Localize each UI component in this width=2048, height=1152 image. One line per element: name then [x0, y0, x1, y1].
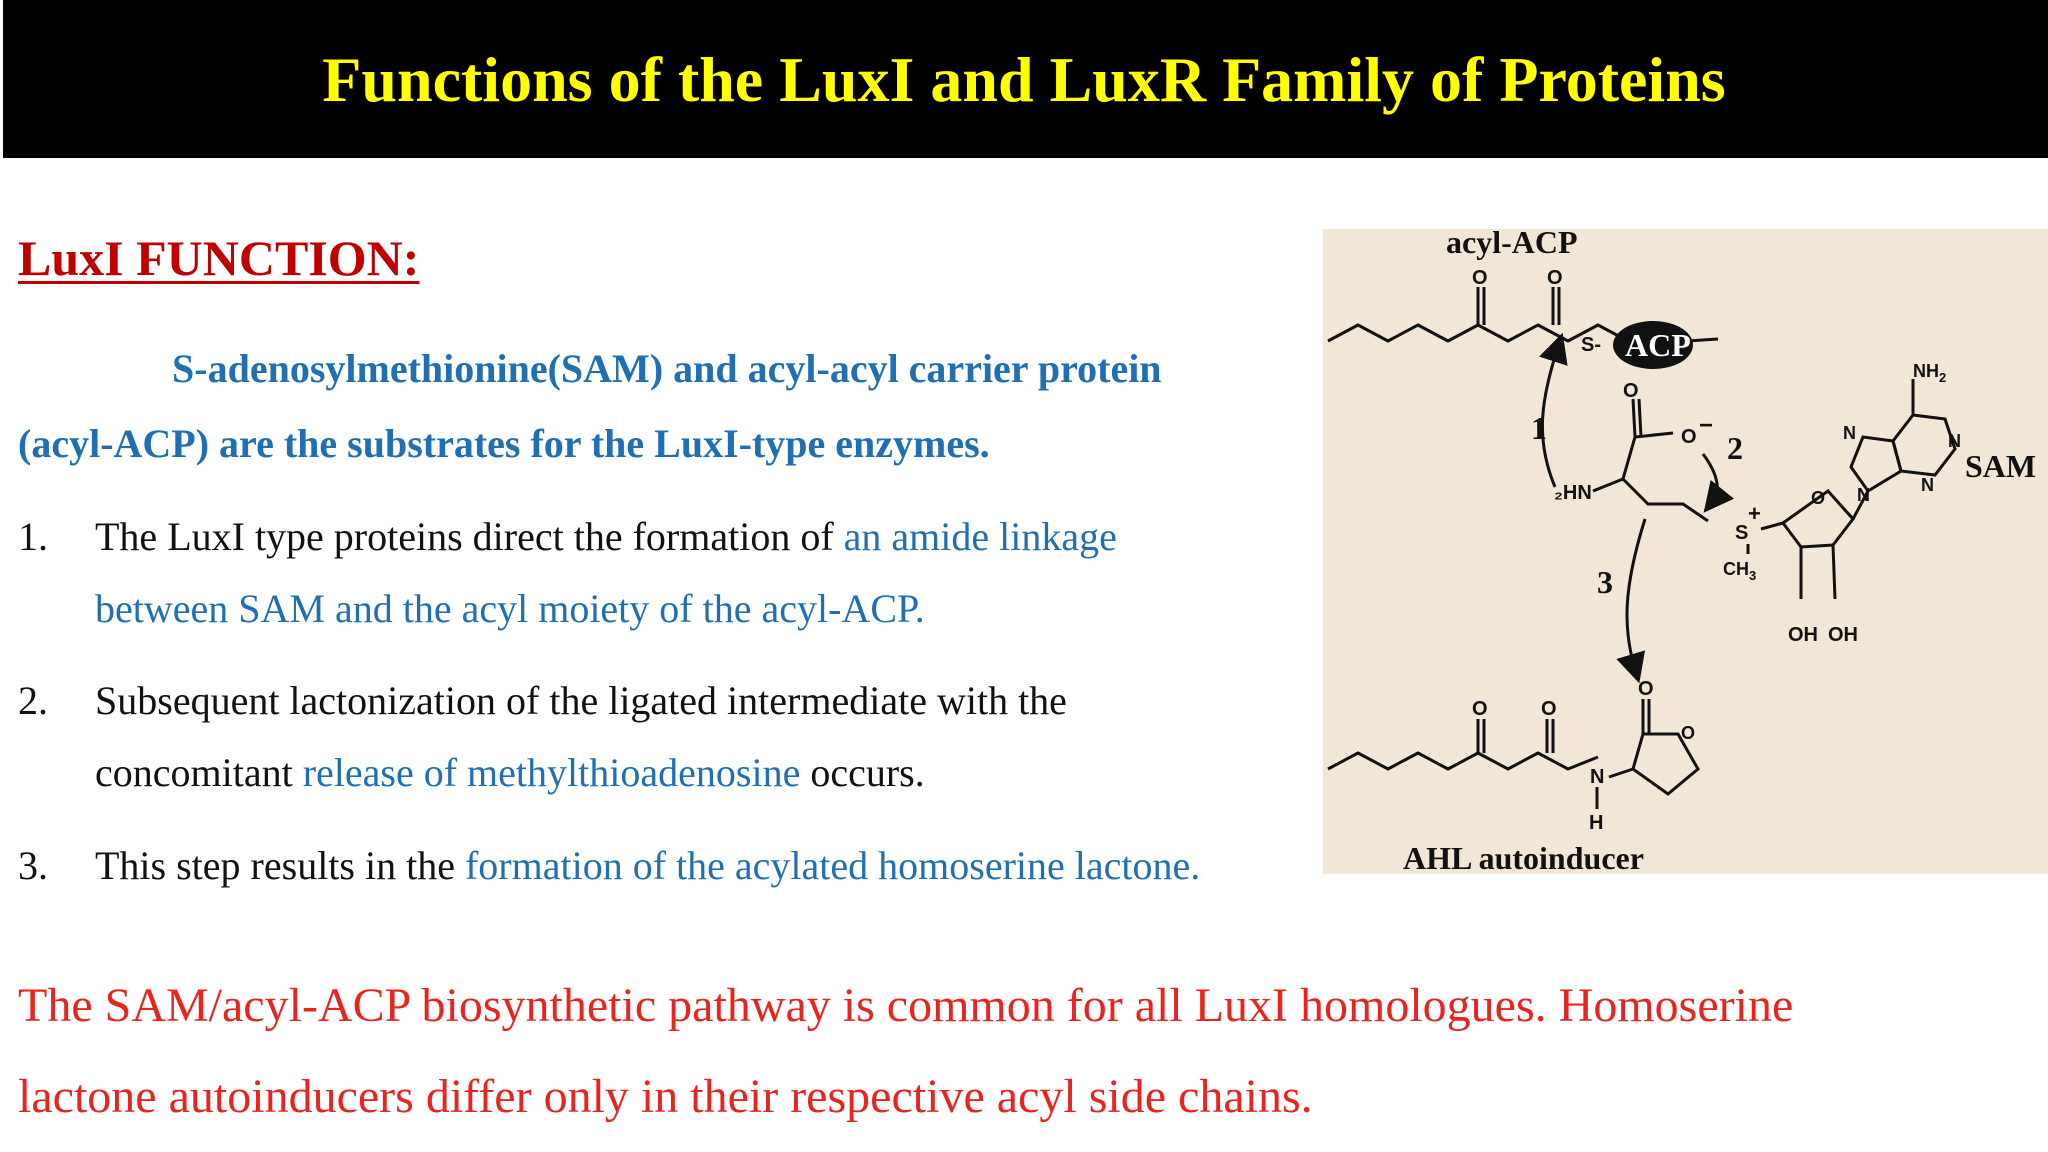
adenine-n-9: N: [1857, 485, 1870, 505]
ribose-o: O: [1811, 488, 1825, 508]
list-number-3: 3.: [18, 843, 48, 888]
adenine-amino: NH2: [1913, 361, 1946, 385]
oh-bond-2: [1831, 544, 1837, 600]
list-number-2: 2.: [18, 678, 48, 723]
carboxyl-o: O: [1623, 380, 1639, 402]
lactone-o-carbonyl: O: [1638, 678, 1654, 700]
adenine-n-3: N: [1948, 431, 1961, 451]
list-item-2-line-2: concomitant release of methylthioadenosi…: [95, 748, 925, 798]
slide-title: Functions of the LuxI and LuxR Family of…: [322, 44, 1726, 115]
oh-label-1: OH: [1788, 624, 1818, 646]
carboxylate-o: O: [1681, 426, 1697, 448]
reaction-figure: acyl-ACP O O S- ACP 1 ₂HN O O: [1323, 229, 2048, 874]
list-item-3-line-1: This step results in the formation of th…: [95, 841, 1200, 891]
intro-line-1: S-adenosylmethionine(SAM) and acyl-acyl …: [172, 346, 1162, 391]
step-1-label: 1: [1531, 410, 1547, 446]
list-item-1-text: The LuxI type proteins direct the format…: [95, 514, 844, 559]
list-item-3-text: This step results in the: [95, 843, 465, 888]
list-item-2-text: concomitant: [95, 750, 303, 795]
amide-n: N: [1590, 766, 1604, 788]
step-2-label: 2: [1727, 430, 1743, 466]
thioester-s: S-: [1581, 334, 1601, 356]
list-number-1: 1.: [18, 514, 48, 559]
carbonyl-o-2: O: [1547, 267, 1563, 289]
list-item-1-line-1: The LuxI type proteins direct the format…: [95, 512, 1117, 562]
adenine-n-4: N: [1921, 475, 1934, 495]
reaction-diagram: acyl-ACP O O S- ACP 1 ₂HN O O: [1327, 229, 2036, 874]
acyl-acp-label: acyl-ACP: [1446, 229, 1578, 260]
acp-ellipse: [1613, 321, 1693, 369]
amine-label: ₂HN: [1554, 482, 1592, 504]
list-item-2-text-end: occurs.: [800, 750, 925, 795]
list-item-3-highlight: formation of the acylated homoserine lac…: [464, 843, 1201, 888]
plus-sign: +: [1748, 501, 1761, 526]
carboxyl-double-2: [1637, 398, 1643, 438]
list-item-2-line-1: Subsequent lactonization of the ligated …: [95, 678, 1067, 723]
methyl-label: CH3: [1723, 559, 1756, 583]
carbonyl-o-1: O: [1472, 267, 1488, 289]
ribose-link: [1760, 521, 1784, 531]
oh-label-2: OH: [1828, 624, 1858, 646]
minus-sign: −: [1699, 412, 1713, 439]
carboxyl-bond: [1621, 431, 1674, 480]
lactone-ring: [1631, 732, 1700, 796]
intro-line-2: (acyl-ACP) are the substrates for the Lu…: [18, 421, 990, 466]
adenine-n-1: N: [1843, 423, 1856, 443]
ahl-label: AHL autoinducer: [1403, 840, 1644, 874]
sulfonium-s: S: [1735, 522, 1748, 544]
amine-bond: [1592, 477, 1624, 493]
title-bar: [3, 0, 2048, 158]
lactone-o-ring: O: [1681, 723, 1695, 743]
step-3-label: 3: [1597, 564, 1613, 600]
conclusion-line-1: The SAM/acyl-ACP biosynthetic pathway is…: [18, 979, 1794, 1032]
carboxyl-double-1: [1631, 398, 1637, 438]
section-heading: LuxI FUNCTION:: [18, 230, 420, 286]
list-item-1-line-2: between SAM and the acyl moiety of the a…: [95, 586, 925, 631]
ribose-ring: [1780, 488, 1855, 549]
list-item-1-highlight: an amide linkage: [843, 514, 1117, 559]
amide-h: H: [1589, 812, 1603, 834]
arrow-step-1: [1539, 332, 1568, 488]
adenine-imidazole: [1849, 435, 1903, 494]
product-o-2: O: [1541, 698, 1557, 720]
acp-label: ACP: [1625, 327, 1691, 363]
conclusion-line-2: lactone autoinducers differ only in thei…: [18, 1070, 1313, 1123]
sam-label: SAM: [1965, 448, 2036, 484]
arrow-step-2: [1701, 453, 1735, 513]
list-item-2-highlight: release of methylthioadenosine: [302, 750, 801, 795]
product-o-1: O: [1472, 698, 1488, 720]
side-chain: [1621, 477, 1709, 523]
acyl-chain-bottom: [1327, 751, 1599, 771]
lactone-link: [1608, 767, 1634, 779]
glycosidic-bond: [1851, 490, 1870, 520]
arrow-step-3: [1616, 518, 1647, 684]
adenine-pyrimidine: [1891, 413, 1957, 477]
